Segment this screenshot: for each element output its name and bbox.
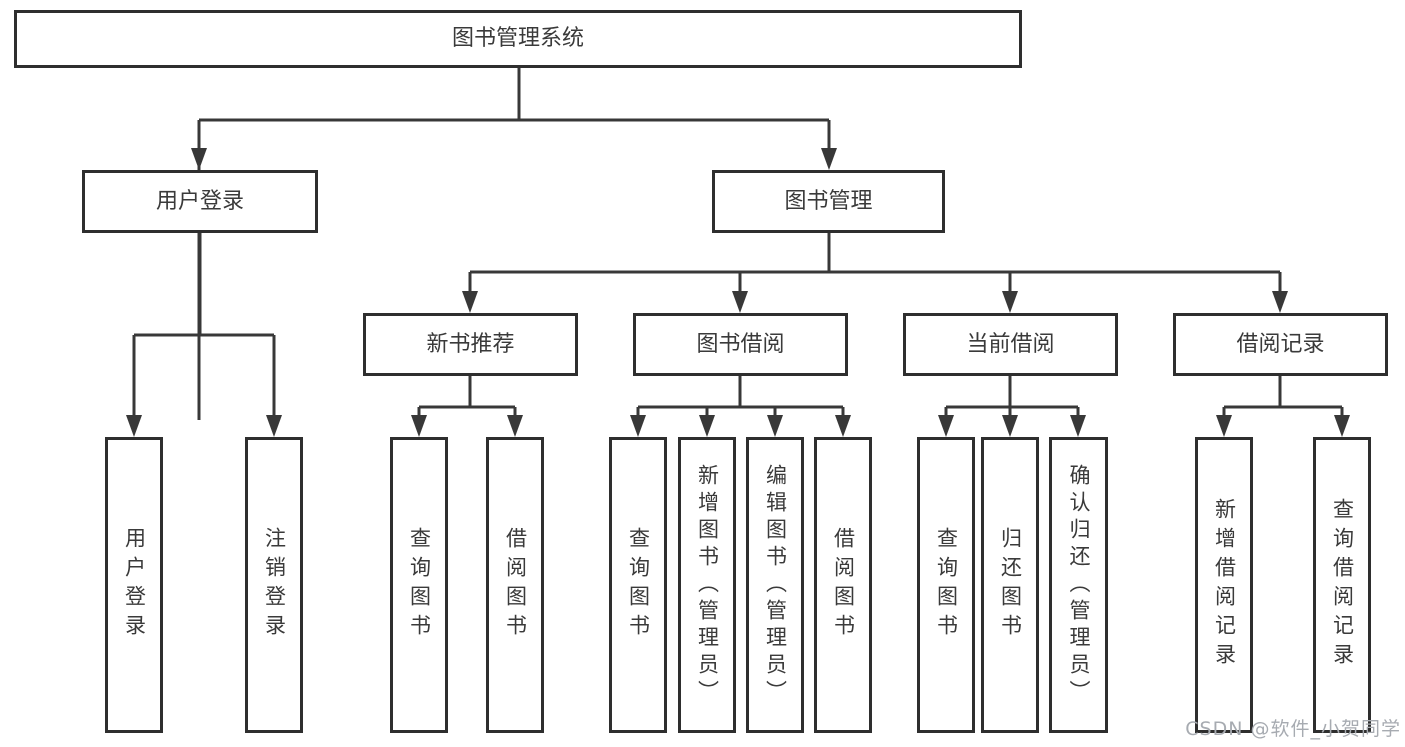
node-book-borrow: 图书借阅 (633, 313, 848, 376)
arrowhead-icon (699, 415, 715, 437)
node-leaf-query-books-recommend: 查询图书 (390, 437, 448, 733)
arrowhead-icon (630, 415, 646, 437)
node-leaf-add-books-admin: 新增图书（管理员） (678, 437, 736, 733)
connector-book-management-to-level3 (462, 233, 1288, 313)
node-new-book-recommend: 新书推荐 (363, 313, 578, 376)
node-leaf-confirm-return-admin: 确认归还（管理员） (1049, 437, 1108, 733)
connector-records-to-leaves (1216, 376, 1350, 437)
arrowhead-icon (1070, 415, 1086, 437)
arrowhead-icon (732, 291, 748, 313)
arrowhead-icon (821, 148, 837, 170)
csdn-watermark: CSDN @软件_小贺同学 (1185, 718, 1401, 740)
node-current-borrow: 当前借阅 (903, 313, 1118, 376)
node-user-login: 用户登录 (82, 170, 318, 233)
node-leaf-edit-books-admin: 编辑图书（管理员） (746, 437, 804, 733)
arrowhead-icon (1002, 415, 1018, 437)
arrowhead-icon (1334, 415, 1350, 437)
node-leaf-add-borrow-record: 新增借阅记录 (1195, 437, 1253, 733)
connector-borrow-to-leaves (630, 376, 851, 437)
node-book-management: 图书管理 (712, 170, 945, 233)
arrowhead-icon (938, 415, 954, 437)
arrowhead-icon (1002, 291, 1018, 313)
node-leaf-borrow-books-recommend: 借阅图书 (486, 437, 544, 733)
arrowhead-icon (507, 415, 523, 437)
node-leaf-query-books-current: 查询图书 (917, 437, 975, 733)
node-leaf-logout: 注销登录 (245, 437, 303, 733)
arrowhead-icon (266, 415, 282, 437)
node-library-management-system: 图书管理系统 (14, 10, 1022, 68)
node-leaf-borrow-books: 借阅图书 (814, 437, 872, 733)
arrowhead-icon (411, 415, 427, 437)
connector-recommend-to-leaves (411, 376, 523, 437)
connector-current-to-leaves (938, 376, 1086, 437)
arrowhead-icon (835, 415, 851, 437)
node-leaf-return-books: 归还图书 (981, 437, 1039, 733)
arrowhead-icon (767, 415, 783, 437)
arrowhead-icon (126, 415, 142, 437)
connector-user-login-to-leaves (126, 233, 282, 437)
node-leaf-user-login: 用户登录 (105, 437, 163, 733)
node-borrow-records: 借阅记录 (1173, 313, 1388, 376)
node-leaf-query-borrow-record: 查询借阅记录 (1313, 437, 1371, 733)
node-leaf-query-books-borrow: 查询图书 (609, 437, 667, 733)
arrowhead-icon (1216, 415, 1232, 437)
arrowhead-icon (462, 291, 478, 313)
arrowhead-icon (1272, 291, 1288, 313)
arrowhead-icon (191, 148, 207, 170)
